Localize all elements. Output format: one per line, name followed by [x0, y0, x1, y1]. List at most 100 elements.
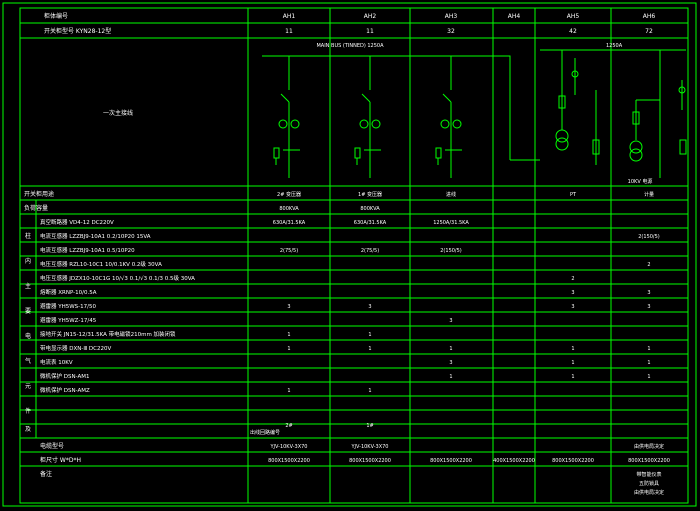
ah6-note: 10KV 电源 [628, 178, 653, 185]
schematic-label: 一次主接线 [103, 109, 133, 117]
size-label: 柜尺寸 W*D*H [40, 456, 81, 464]
equipment-value: 1 [571, 360, 574, 366]
cable-model-label: 电缆型号 [40, 442, 64, 450]
equipment-value: 1 [287, 346, 290, 352]
remark-line: 由供电局决定 [634, 489, 664, 496]
equipment-name: 接地开关 JN15-12/31.5KA 带电磁锁210mm 加装闭锁 [40, 330, 176, 338]
feeder-ah5 [555, 50, 600, 165]
equipment-name: 避雷器 YH5WS-17/50 [40, 302, 97, 310]
svg-text:电: 电 [25, 332, 31, 340]
equipment-value: 3 [647, 290, 650, 296]
capacity-value: 800KVA [360, 206, 380, 212]
usage-value: PT [570, 192, 577, 198]
equipment-value: 3 [647, 304, 650, 310]
equipment-value: 1 [647, 374, 650, 380]
cable-label: 出线回路编号 [250, 429, 280, 436]
equipment-name: 避雷器 YH5WZ-17/45 [40, 316, 97, 324]
size-value: 800X1500X2200 [349, 458, 391, 464]
svg-text:气: 气 [25, 357, 31, 365]
equipment-name: 微机保护 DSN-AM1 [40, 372, 89, 380]
usage-value: 1# 变压器 [358, 191, 382, 198]
usage-label: 开关柜用途 [24, 190, 54, 198]
equipment-value: 3 [449, 318, 452, 324]
svg-text:主: 主 [25, 282, 31, 290]
scheme-number: 32 [447, 28, 455, 35]
bus2-label: 1250A [606, 43, 623, 49]
scheme-number: 72 [645, 28, 653, 35]
equipment-name: 真空断路器 VD4-12 DC220V [40, 218, 114, 226]
svg-text:柱: 柱 [25, 232, 31, 240]
svg-text:及: 及 [25, 426, 31, 433]
capacity-values: 800KVA 800KVA [279, 206, 380, 212]
feeder-ah2 [354, 56, 381, 178]
size-value: 800X1500X2200 [628, 458, 670, 464]
equipment-value: 630A/31.5KA [354, 220, 387, 226]
capacity-label: 负荷容量 [24, 204, 48, 212]
size-value: 800X1500X2200 [552, 458, 594, 464]
equipment-name: 电流表 10KV [40, 358, 73, 366]
remark-line: 五防锁具 [639, 480, 659, 487]
scheme-number: 11 [285, 28, 293, 35]
equipment-value: 2(75/5) [280, 248, 298, 254]
equipment-value: 1 [647, 360, 650, 366]
cable-value: 1# [366, 423, 373, 429]
equipment-name: 带电显示器 DXN-Ⅲ DC220V [40, 344, 111, 352]
scheme-number: 42 [569, 28, 577, 35]
equipment-name: 电压互感器 JDZX10-10C1G 10/√3 0.1/√3 0.1/3 0.… [40, 274, 195, 282]
equipment-value: 1 [368, 388, 371, 394]
switchgear-type-label: 开关柜型号 KYN28-12型 [44, 27, 111, 35]
cable-model-value: YJV-10KV-3X70 [269, 444, 307, 450]
remark-line: 带智能仪表 [636, 471, 661, 478]
equipment-name: 熔断器 XRNP-10/0.5A [40, 288, 97, 296]
cable-value: 2# [285, 423, 292, 429]
equipment-value: 2(75/5) [361, 248, 379, 254]
cabinet-id: AH1 [283, 13, 296, 20]
cabinet-id: AH4 [508, 13, 521, 20]
svg-text:元: 元 [25, 383, 31, 390]
equipment-value: 1 [647, 346, 650, 352]
size-value: 400X1500X2200 [493, 458, 535, 464]
svg-text:要: 要 [25, 308, 31, 315]
row-dividers [20, 22, 688, 467]
size-value: 800X1500X2200 [268, 458, 310, 464]
equipment-name: 微机保护 DSN-AMZ [40, 386, 90, 394]
usage-value: 进线 [446, 191, 456, 198]
equipment-value: 1 [287, 388, 290, 394]
scheme-number: 11 [366, 28, 374, 35]
cable-model-values: YJV-10KV-3X70 YJV-10KV-3X70 由供电局决定 [269, 443, 664, 450]
cable-model-value: YJV-10KV-3X70 [350, 444, 388, 450]
cable-model-value: 由供电局决定 [634, 443, 664, 450]
equipment-value: 1 [571, 346, 574, 352]
usage-value: 计量 [644, 191, 654, 198]
equipment-value: 2 [647, 262, 650, 268]
equipment-rows: 真空断路器 VD4-12 DC220V 630A/31.5KA 630A/31.5K… [40, 218, 660, 394]
feeder-ah1 [273, 56, 300, 178]
equipment-name: 电流互感器 LZZBJ9-10A1 0.5/10P20 [40, 246, 135, 254]
equipment-value: 3 [368, 304, 371, 310]
equipment-value: 1 [571, 374, 574, 380]
equipment-value: 1 [287, 332, 290, 338]
equipment-name: 电压互感器 RZL10-10C1 10/0.1KV 0.2级 30VA [40, 260, 162, 268]
equipment-value: 3 [571, 290, 574, 296]
cabinet-id: AH3 [445, 13, 458, 20]
cabinet-id: AH2 [364, 13, 377, 20]
usage-value: 2# 变压器 [277, 191, 301, 198]
side-label: 柱 内 主 要 电 气 元 件 及 [25, 232, 31, 433]
equipment-value: 3 [287, 304, 290, 310]
svg-text:件: 件 [25, 407, 31, 415]
equipment-value: 2(150/5) [440, 248, 462, 254]
capacity-value: 800KVA [279, 206, 299, 212]
equipment-value: 630A/31.5KA [273, 220, 306, 226]
schematic-lines [262, 49, 687, 178]
main-bus-label: MAIN BUS (TINNED) 1250A [316, 43, 384, 49]
column-dividers [247, 8, 612, 503]
size-values: 800X1500X2200 800X1500X2200 800X1500X220… [268, 458, 670, 464]
equipment-value: 1 [368, 332, 371, 338]
equipment-value: 1250A/31.5KA [433, 220, 469, 226]
usage-values: 2# 变压器 1# 变压器 进线 PT 计量 [277, 191, 654, 198]
tie-line [468, 55, 511, 160]
equipment-value: 3 [571, 304, 574, 310]
